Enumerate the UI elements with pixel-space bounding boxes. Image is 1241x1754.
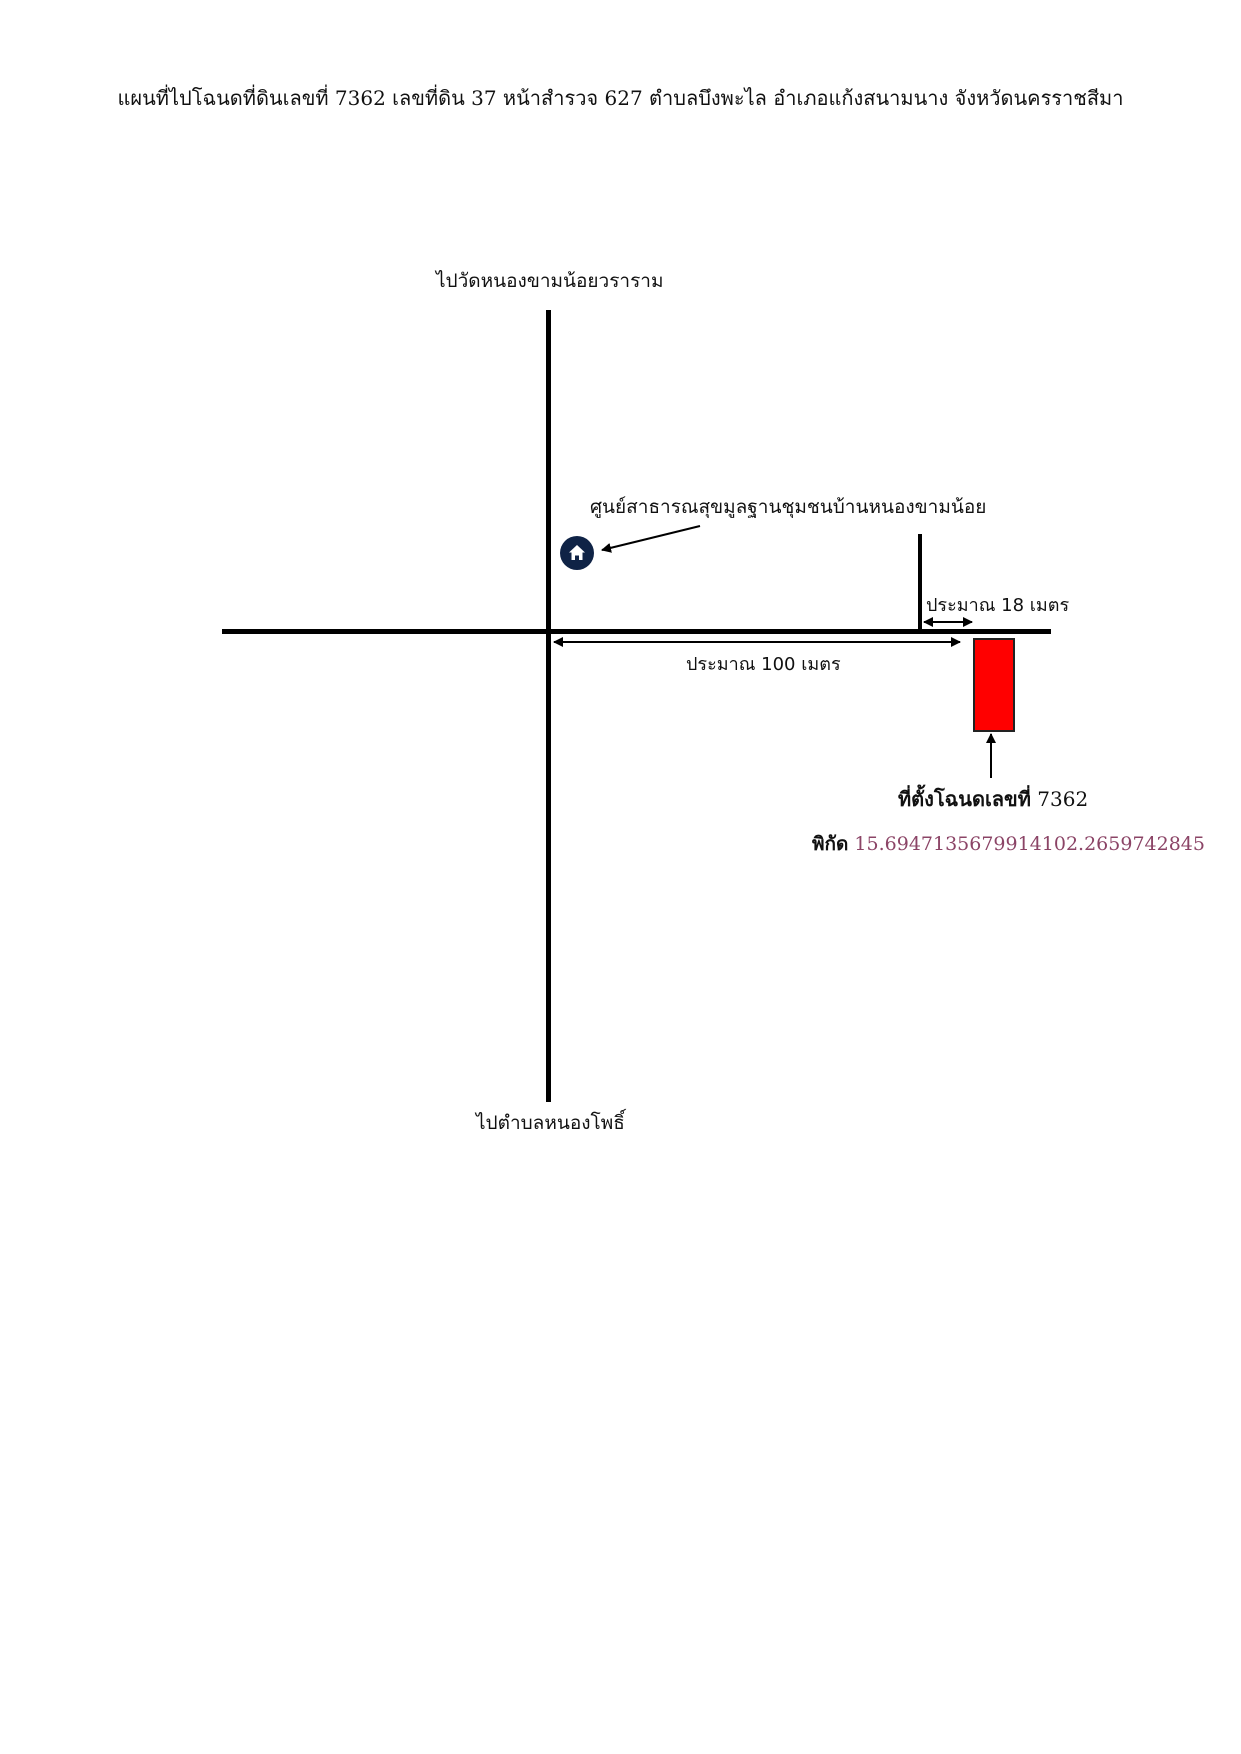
plot-location-marker [973,638,1015,732]
label-community-health-center: ศูนย์สาธารณสุขมูลฐานชุมชนบ้านหนองขามน้อย [590,496,987,518]
label-to-nong-pho: ไปตำบลหนองโพธิ์ [476,1112,625,1134]
road-east-west [222,629,1051,634]
label-to-temple: ไปวัดหนองขามน้อยวราราม [436,270,664,292]
label-distance-18m: ประมาณ 18 เมตร [926,595,1070,616]
coords-prefix: พิกัด [812,833,849,855]
road-north-south [546,310,551,1102]
plot-coordinates: พิกัด 15.6947135679914102.2659742845 [812,829,1205,859]
plot-number: 7362 [1037,787,1089,811]
plot-label-prefix: ที่ตั้งโฉนดเลขที่ [898,787,1031,811]
home-icon [560,536,594,570]
coords-value: 15.6947135679914102.2659742845 [854,833,1205,855]
label-distance-100m: ประมาณ 100 เมตร [686,654,841,675]
road-branch [918,534,922,634]
arrow-to-health-center [601,525,701,553]
page-title: แผนที่ไปโฉนดที่ดินเลขที่ 7362 เลขที่ดิน … [117,86,1124,110]
plot-label: ที่ตั้งโฉนดเลขที่ 7362 [898,783,1088,815]
